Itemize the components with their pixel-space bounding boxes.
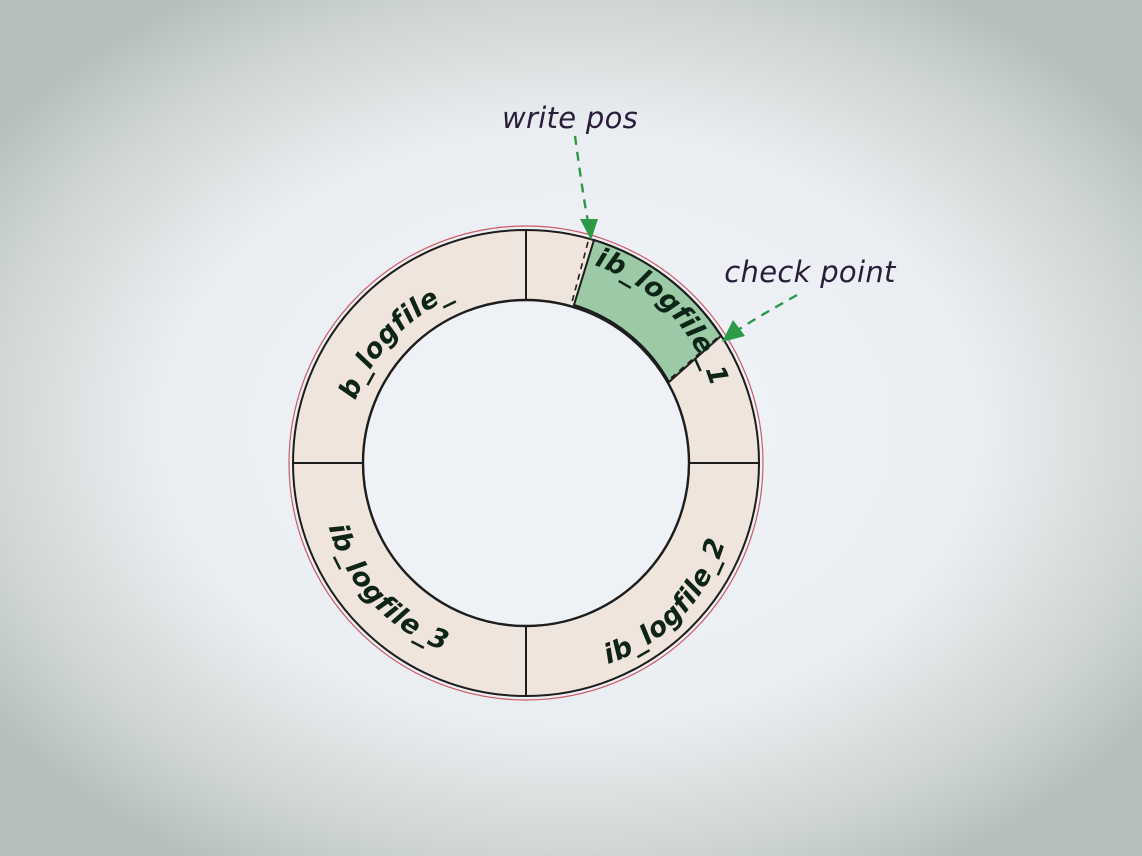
check-point-arrow [737, 293, 798, 331]
write-pos-label: write pos [502, 101, 638, 135]
ring-inner-edge [361, 298, 691, 628]
check-point-label: check point [724, 255, 897, 289]
ring-outer-edge [288, 225, 764, 701]
write-pos-arrow [573, 135, 590, 223]
check-point-arrowhead [722, 320, 745, 342]
check-point-annotation: check point [722, 255, 897, 342]
log-ring [288, 225, 764, 701]
write-pos-annotation: write pos [502, 101, 638, 240]
write-pos-arrowhead [580, 219, 598, 240]
label-ib-logfile-0: ib_logfile_0 [0, 0, 457, 403]
active-log-region [572, 238, 723, 384]
